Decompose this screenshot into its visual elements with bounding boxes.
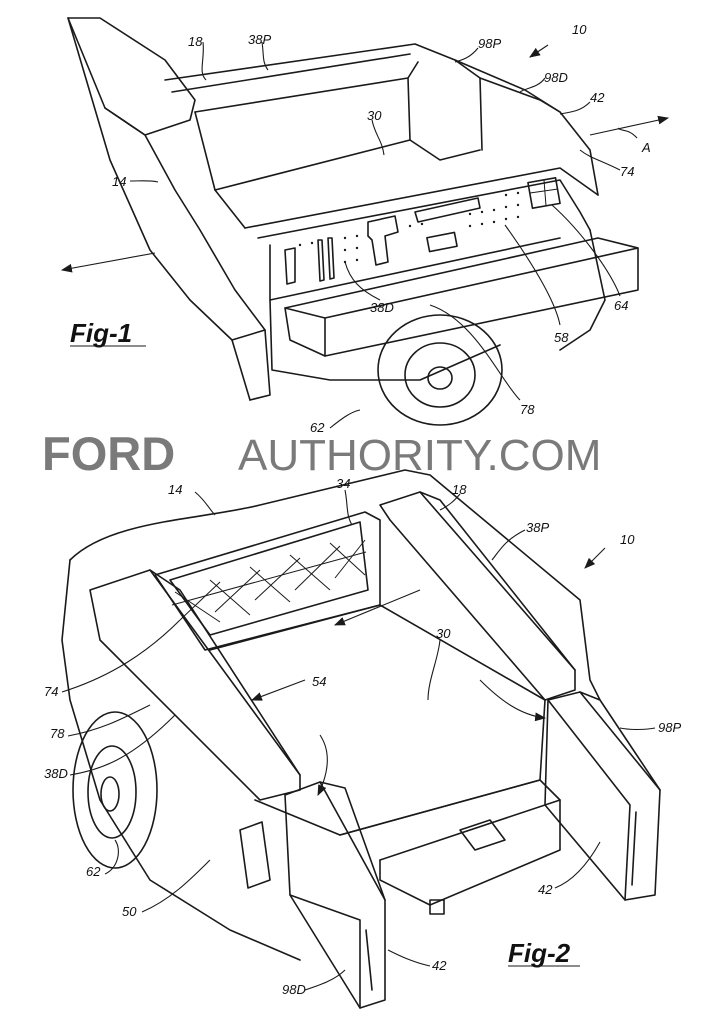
ref-74-fig2: 74 [44,684,58,699]
ref-78: 78 [520,402,535,417]
ref-38D: 38D [370,300,394,315]
ref-98P-fig2: 98P [658,720,681,735]
pegboard-holes [299,192,519,263]
ref-62-fig2: 62 [86,864,101,879]
ref-98D: 98D [544,70,568,85]
tool-wrench [285,248,295,284]
ref-42: 42 [590,90,605,105]
ref-14-fig2: 14 [168,482,182,497]
ref-98P: 98P [478,36,501,51]
ref-64: 64 [614,298,628,313]
figure-1-labels: 10 18 38P 98P 98D 42 A 30 14 74 38D 58 6… [70,22,651,435]
ref-30-fig2: 30 [436,626,451,641]
figure-2-caption: Fig-2 [508,938,571,968]
ref-54: 54 [312,674,326,689]
tailgate-panel [285,238,638,318]
ref-50: 50 [122,904,137,919]
ref-38D-fig2: 38D [44,766,68,781]
ref-A: A [641,140,651,155]
ref-30: 30 [367,108,382,123]
ford-authority-watermark: FORD AUTHORITY.COM [42,427,601,480]
bulkhead-lattice [172,540,366,622]
ref-74: 74 [620,164,634,179]
ref-18: 18 [188,34,203,49]
drawer-98P [545,692,660,900]
ref-18-fig2: 18 [452,482,467,497]
ref-38P-fig2: 38P [526,520,549,535]
tool-box [427,232,457,251]
ref-38P: 38P [248,32,271,47]
tool-drill [368,216,398,265]
ref-10-fig2: 10 [620,532,635,547]
figure-1-drawing [62,18,668,428]
ref-14: 14 [112,174,126,189]
ref-10: 10 [572,22,587,37]
ref-42-fig2-right: 42 [538,882,553,897]
ref-98D-fig2: 98D [282,982,306,997]
power-outlet [528,178,560,208]
ref-42-fig2-bottom: 42 [432,958,447,973]
figure-2-labels: 14 34 18 38P 10 30 54 74 78 38D 98P 62 4… [44,476,681,997]
tool-screwdrivers [318,238,334,281]
ref-78-fig2: 78 [50,726,65,741]
ref-34: 34 [336,476,350,491]
ref-58: 58 [554,330,569,345]
rear-wheel-fig2 [73,712,157,868]
tail-light [240,822,270,888]
figure-2-drawing [62,470,660,1008]
figure-1-caption: Fig-1 [70,318,132,348]
watermark-brand: FORD [42,427,175,480]
